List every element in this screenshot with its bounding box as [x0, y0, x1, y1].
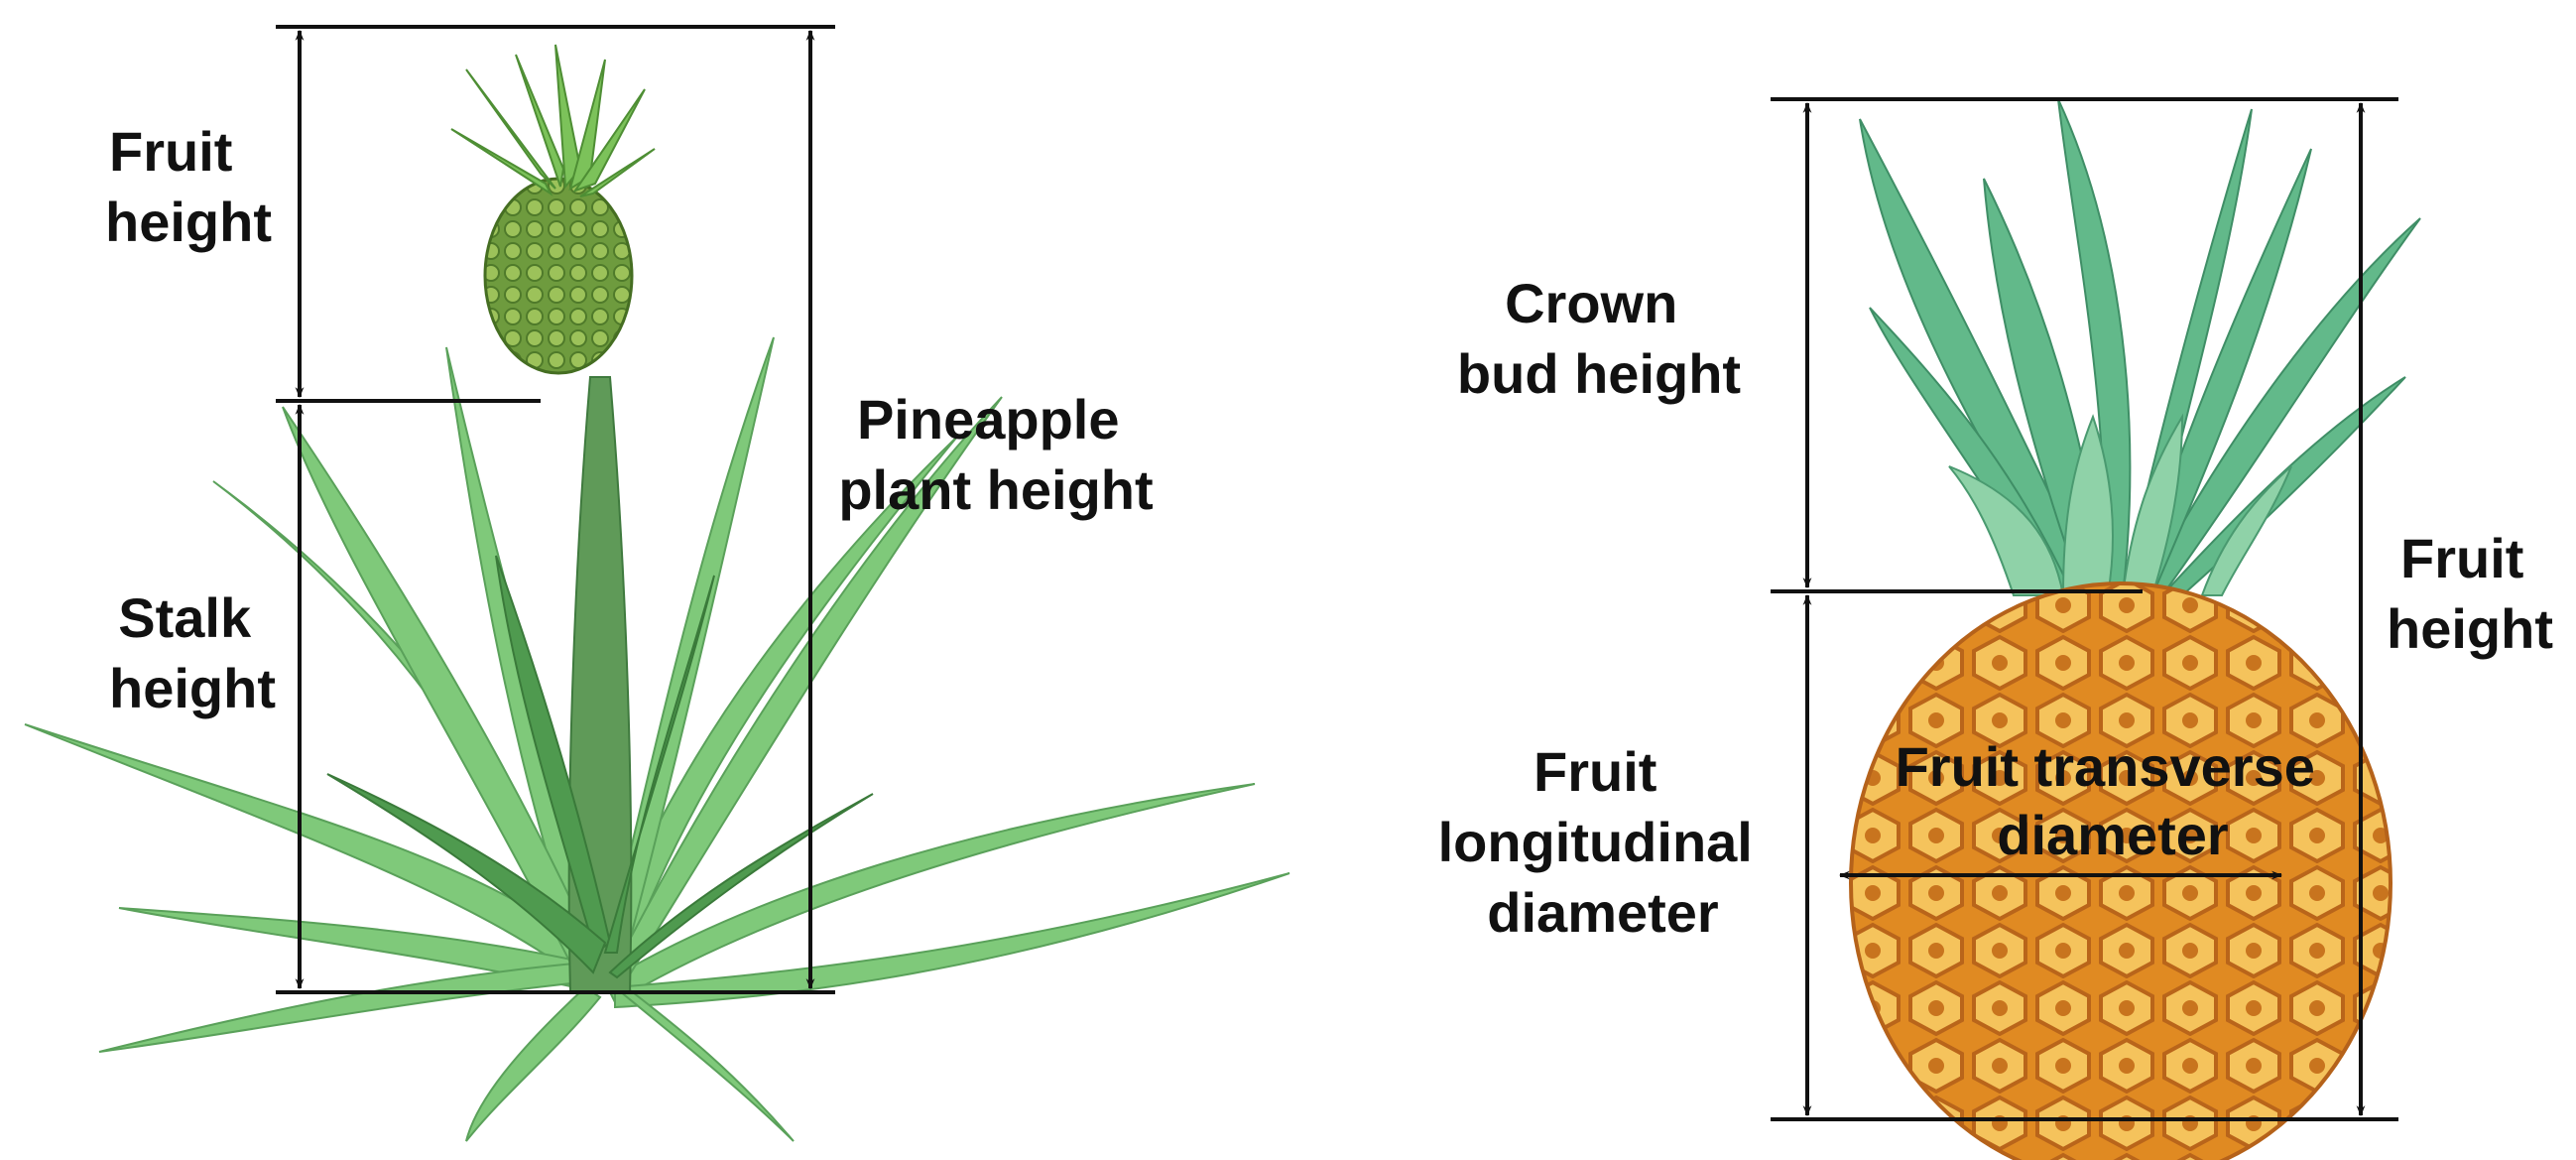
pineapple-fruit-illustration: [1849, 98, 2421, 1160]
plant-height-label-line-2: plant height: [838, 458, 1153, 521]
stalk-height-label: Stalk height: [109, 586, 276, 719]
fruit-height-right-line-2: height: [2387, 597, 2553, 660]
fruit-transverse-diameter-label: Fruit transverse diameter: [1896, 735, 2331, 866]
plant-height-label-line-1: Pineapple: [857, 388, 1120, 451]
stalk-height-label-line-2: height: [109, 657, 276, 719]
plant-height-label: Pineapple plant height: [838, 388, 1153, 521]
left-measurement-lines: [276, 25, 835, 994]
fruit-height-label-line-2: height: [105, 191, 272, 253]
fruit-height-label-right: Fruit height: [2387, 527, 2553, 660]
fruit-longitudinal-label-line-2: longitudinal: [1438, 811, 1753, 873]
fruit-height-label: Fruit height: [105, 120, 272, 253]
fruit-transverse-label-line-1: Fruit transverse: [1896, 735, 2315, 798]
pineapple-plant-illustration: [24, 44, 1290, 1142]
fruit-longitudinal-label-line-1: Fruit: [1533, 740, 1656, 803]
right-measurement-lines: [1771, 97, 2398, 1121]
crown-bud-height-label-line-1: Crown: [1505, 272, 1677, 334]
fruit-longitudinal-label-line-3: diameter: [1487, 881, 1718, 944]
stalk-height-label-line-1: Stalk: [118, 586, 252, 649]
fruit-height-label-line-1: Fruit: [109, 120, 232, 183]
crown-bud-height-label-line-2: bud height: [1457, 342, 1741, 405]
fruit-transverse-label-line-2: diameter: [1997, 804, 2228, 866]
fruit-height-right-line-1: Fruit: [2400, 527, 2523, 589]
fruit-longitudinal-diameter-label: Fruit longitudinal diameter: [1438, 740, 1769, 944]
crown-bud-height-label: Crown bud height: [1457, 272, 1741, 405]
